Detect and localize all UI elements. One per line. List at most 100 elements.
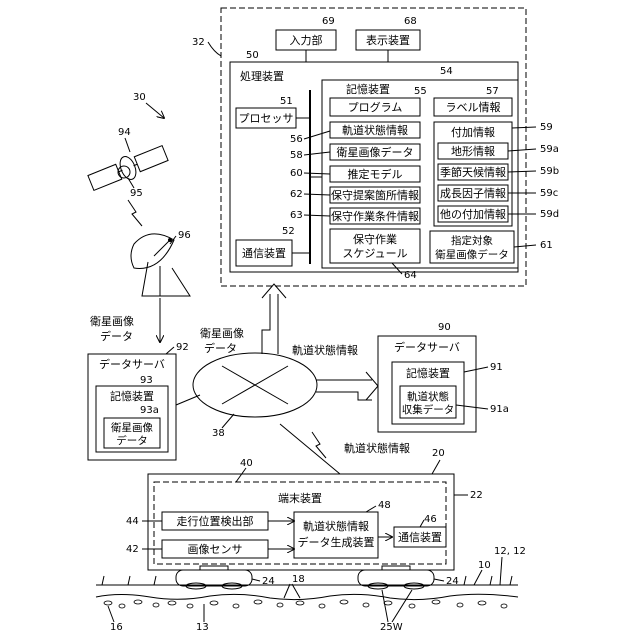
ref-55: 55 [414,86,427,97]
antenna-dish-icon [131,234,190,296]
leader-40 [236,468,246,482]
maint-work-cond-label: 保守作業条件情報 [331,209,419,223]
ref-13: 13 [196,622,209,633]
target-sat-line2: 衛星画像データ [435,248,509,261]
wireless-zigzag-sat [128,200,142,226]
program-label: プログラム [348,100,403,114]
image-sensor-label: 画像センサ [188,543,243,556]
ref-58: 58 [290,150,303,161]
ref-69: 69 [322,16,335,27]
leader-61 [514,245,536,247]
ref-30: 30 [133,92,146,103]
ref-42: 42 [126,544,139,555]
ref-12: 12, 12 [494,546,526,557]
processor-label: プロセッサ [239,112,294,125]
storage-device-main-label: 記憶装置 [346,82,390,96]
ref-40: 40 [240,458,253,469]
track-state-info-label: 軌道状態情報 [342,123,408,137]
ballast-stones [104,600,507,608]
leader-56 [304,131,330,139]
maint-schedule-line1: 保守作業 [353,232,397,246]
sat-image-inner-line1: 衛星画像 [111,421,153,434]
ref-57: 57 [486,86,499,97]
comm-device-terminal-label: 通信装置 [398,531,442,544]
bogie-right [358,566,434,589]
ref-59b: 59b [540,166,559,177]
ref-62: 62 [290,189,303,200]
ref-59: 59 [540,122,553,133]
network-track-state-label: 軌道状態情報 [292,343,358,357]
ref-18: 18 [292,574,305,585]
terminal-device-label: 端末装置 [278,491,322,505]
track-collect-line2: 収集データ [402,403,455,416]
ref-38: 38 [212,428,225,439]
double-arrow-up-left [262,294,270,354]
sat-image-data-line1: 衛星画像 [90,315,134,328]
leader-62 [304,194,330,195]
leader-18-a [284,584,290,598]
storage-device-left-label: 記憶装置 [110,389,154,403]
seasonal-weather-label: 季節天候情報 [440,165,506,179]
comm-device-main-label: 通信装置 [242,247,286,260]
ref-56: 56 [290,134,303,145]
ref-51: 51 [280,96,293,107]
leader-38 [222,414,234,428]
network-sat-line2: データ [204,341,237,355]
leader-24-right [434,579,444,581]
ref-16: 16 [110,622,123,633]
network-sat-line1: 衛星画像 [200,327,244,340]
additional-info-label: 付加情報 [451,126,495,139]
leader-60 [304,173,330,174]
terrain-info-label: 地形情報 [451,145,495,158]
leader-63 [304,215,330,216]
ref-91a: 91a [490,404,509,415]
leader-91a [456,405,488,409]
leader-24-left [252,579,260,581]
wireless-line-network [280,424,340,474]
sat-image-inner-line2: データ [116,434,148,447]
ref-59a: 59a [540,144,559,155]
leader-59 [512,127,536,128]
maint-proposal-label: 保守提案箇所情報 [331,188,419,202]
storage-device-right-label: 記憶装置 [406,366,450,380]
double-arrow-up-head [262,284,286,298]
bogie-left [176,566,252,589]
ref-64: 64 [404,270,417,281]
ref-25w: 25W [380,622,403,633]
display-device-label: 表示装置 [366,33,410,47]
ref-93: 93 [140,375,153,386]
ref-44: 44 [126,516,139,527]
leader-32 [208,42,221,56]
track-gen-line2: データ生成装置 [298,535,375,549]
track-gen-line1: 軌道状態情報 [303,519,369,533]
ref-22: 22 [470,490,483,501]
wireless-zigzag-terminal [312,432,326,458]
double-arrow-right-bottom [316,392,372,400]
estimation-model-label: 推定モデル [348,167,403,181]
ref-46: 46 [424,514,437,525]
ref-59d: 59d [540,209,559,220]
leader-58 [304,152,330,155]
maint-schedule-line2: スケジュール [342,247,407,260]
target-sat-line1: 指定対象 [451,234,493,247]
ref-59c: 59c [540,188,558,199]
sat-image-data-line2: データ [100,329,133,343]
ref-32: 32 [192,37,205,48]
leader-20 [432,460,440,474]
ref-20: 20 [432,448,445,459]
processing-device-label: 処理装置 [240,70,284,83]
label-info-label: ラベル情報 [446,101,501,114]
track-gen-box [294,512,378,558]
ref-50: 50 [246,50,259,61]
ref-95: 95 [130,188,143,199]
leader-48 [366,506,376,512]
ref-93a: 93a [140,405,159,416]
arrow-30 [146,103,164,118]
leader-12 [500,557,502,585]
satellite-camera [118,166,130,178]
leader-18-b [292,584,300,598]
ref-48: 48 [378,500,391,511]
leader-25w-a [382,590,388,622]
wireless-track-state-label: 軌道状態情報 [344,441,410,455]
